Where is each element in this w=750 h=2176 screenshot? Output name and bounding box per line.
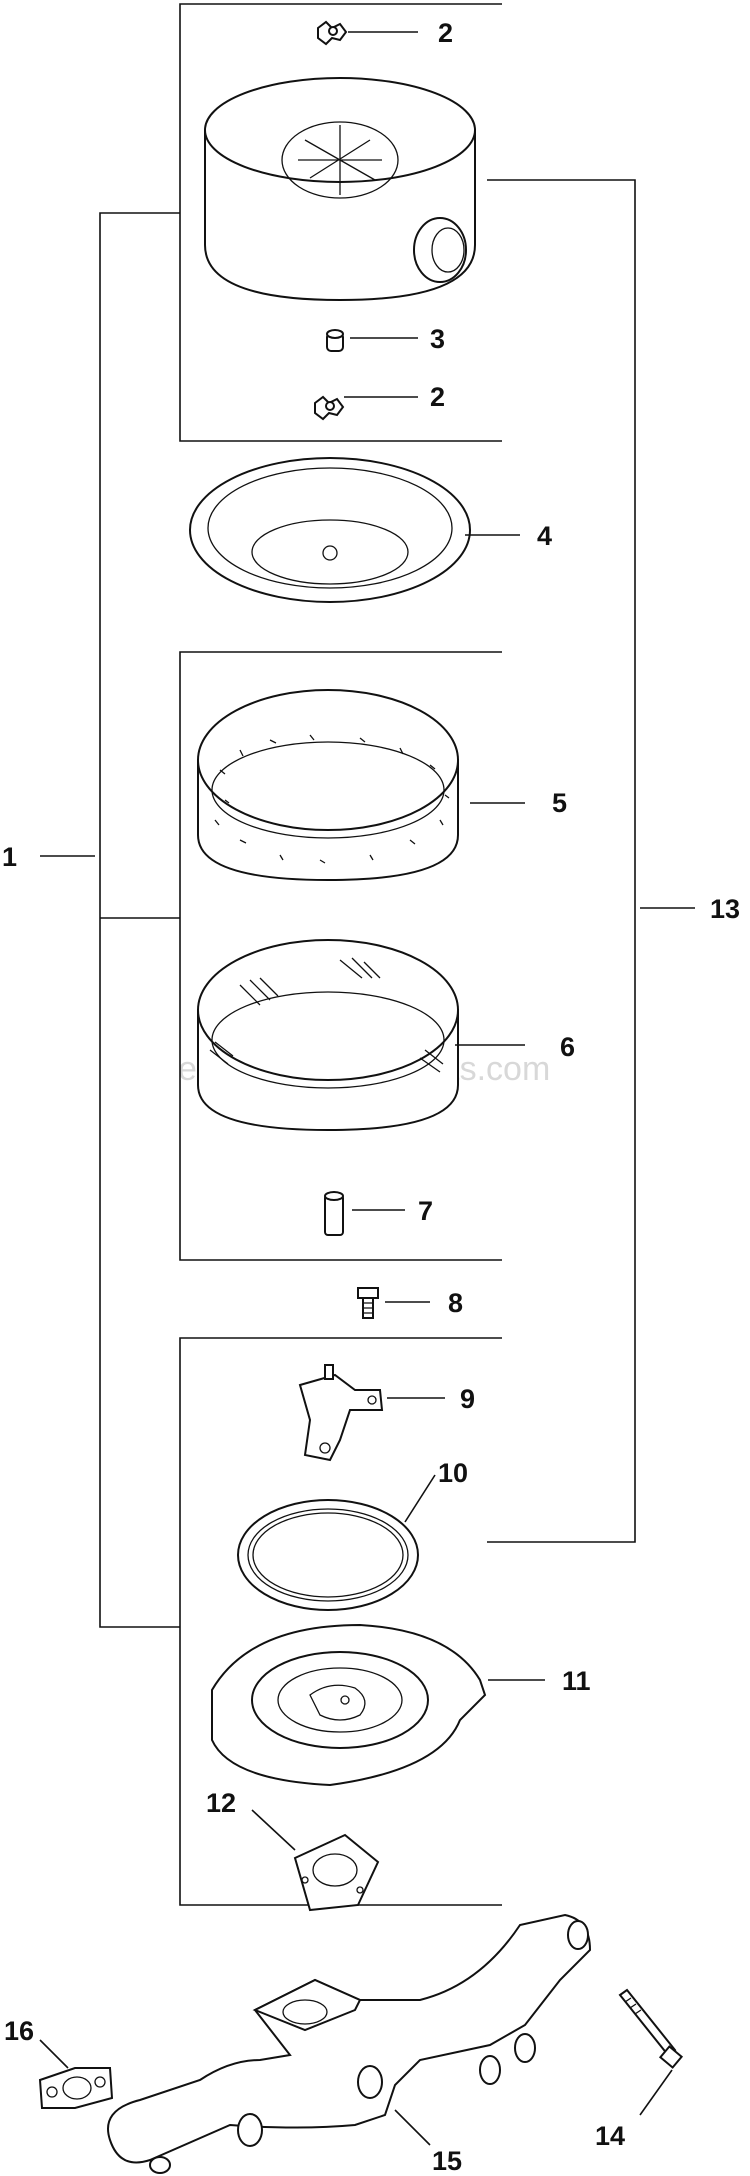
gasket-part-12 <box>293 1833 380 1912</box>
intake-manifold-part-15 <box>107 1913 592 2174</box>
callout-3: 3 <box>430 324 445 354</box>
callout-5: 5 <box>552 788 567 818</box>
callout-11: 11 <box>562 1666 591 1696</box>
callout-9: 9 <box>460 1384 475 1414</box>
callout-2-top: 2 <box>438 18 453 48</box>
base-part-11 <box>211 1623 487 1787</box>
air-filter-part-6 <box>197 939 459 1132</box>
callout-15: 15 <box>432 2146 462 2176</box>
sleeve-part-7 <box>324 1191 344 1236</box>
screw-part-14 <box>618 1988 684 2069</box>
callout-13: 13 <box>710 894 740 924</box>
callout-2-bottom: 2 <box>430 382 445 412</box>
spacer-part-3 <box>326 329 344 352</box>
gasket-part-16 <box>38 2067 114 2109</box>
leader-lines <box>39 31 695 2146</box>
bracket-part-9 <box>298 1364 384 1462</box>
pre-cleaner-part-5 <box>197 689 459 882</box>
callout-14: 14 <box>595 2121 625 2151</box>
callout-1: 1 <box>2 842 17 872</box>
air-cleaner-cover <box>204 77 476 302</box>
gasket-part-10 <box>237 1499 419 1611</box>
wing-nut-top <box>317 20 348 46</box>
cover-bowl-part-4 <box>189 457 471 603</box>
wing-nut-bottom <box>314 395 345 421</box>
callout-labels: 1 2 2 3 4 5 6 7 8 9 10 11 12 13 14 15 16 <box>2 18 740 2176</box>
callout-12: 12 <box>206 1788 236 1818</box>
callout-10: 10 <box>438 1458 468 1488</box>
callout-8: 8 <box>448 1288 463 1318</box>
callout-4: 4 <box>537 521 552 551</box>
callout-6: 6 <box>560 1032 575 1062</box>
bolt-part-8 <box>357 1287 379 1319</box>
callout-7: 7 <box>418 1196 433 1226</box>
callout-16: 16 <box>4 2016 34 2046</box>
group-brackets <box>99 3 636 1906</box>
